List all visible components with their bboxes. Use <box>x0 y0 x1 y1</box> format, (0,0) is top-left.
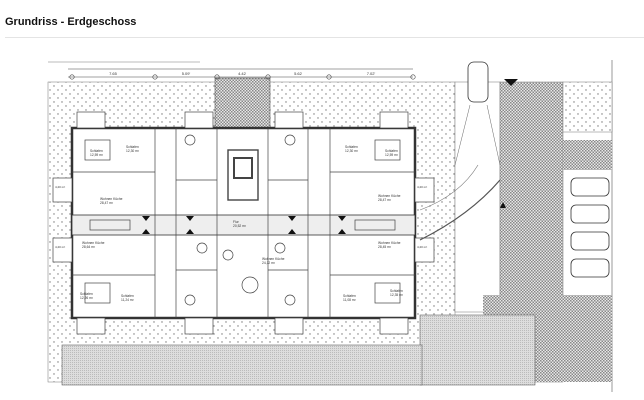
terrace-area <box>419 314 536 386</box>
corridor <box>71 214 416 236</box>
axis-dim-2: 5.09' <box>182 71 191 76</box>
axis-dim-4: 5.62 <box>294 71 303 76</box>
svg-text:4,20 m²: 4,20 m² <box>417 185 427 189</box>
divider <box>5 37 644 38</box>
axis-dim-5: 7.02' <box>367 71 376 76</box>
svg-text:4,20 m²: 4,20 m² <box>55 245 65 249</box>
building <box>52 111 435 335</box>
entrance-hatch <box>214 77 271 129</box>
svg-text:4,20 m²: 4,20 m² <box>417 245 427 249</box>
axis-dim-3: 4.42 <box>238 71 247 76</box>
entrance-marker-icon <box>504 79 518 86</box>
car-icon <box>467 61 610 278</box>
page-title: Grundriss - Erdgeschoss <box>5 16 137 28</box>
axis-dim-1: 7.65 <box>109 71 118 76</box>
svg-text:4,20 m²: 4,20 m² <box>55 185 65 189</box>
driveway <box>454 81 501 313</box>
path-strip <box>61 344 423 386</box>
